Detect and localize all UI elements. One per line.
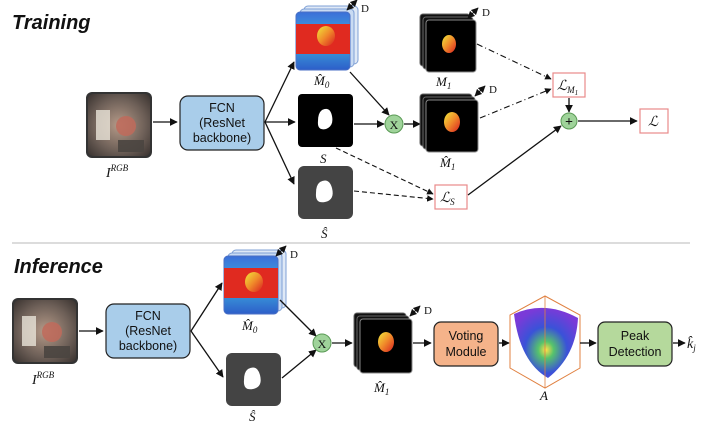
arrow-m0-mul (349, 71, 390, 116)
m1-hat-stack-training (419, 93, 479, 153)
training-input-image (86, 92, 152, 158)
a-label: A (539, 388, 548, 403)
m1-label: M1 (435, 74, 451, 91)
s-mask (298, 94, 353, 147)
inference-input-label: IRGB (31, 370, 55, 388)
multiply-op-training: X (384, 114, 404, 134)
loss-s-box: ℒS (434, 184, 468, 210)
m1-hat-label-inference: M̂1 (373, 380, 389, 397)
s-label: S (320, 151, 327, 166)
dashed-s-loss (335, 147, 434, 195)
m0-hat-label-training: M̂0 (313, 73, 330, 90)
dashdot-m1-loss (476, 43, 552, 80)
voting-volume-a (509, 295, 581, 389)
peak-detection-box: Peak Detection (597, 321, 673, 367)
svg-text:Module: Module (446, 345, 487, 359)
arrow-ls-plus (467, 125, 562, 196)
training-title: Training (12, 12, 91, 34)
total-loss-box: ℒ (639, 108, 669, 134)
add-op: + (560, 112, 578, 130)
svg-text:D: D (361, 3, 369, 15)
dashed-shat-loss (353, 190, 434, 202)
m1-dim-indicator: D (467, 7, 490, 19)
arrow-m0-mul-inf (279, 299, 317, 337)
svg-text:D: D (489, 84, 497, 96)
svg-text:X: X (390, 118, 399, 132)
voting-module-box: Voting Module (433, 321, 499, 367)
inference-input-image (12, 298, 78, 364)
svg-text:Voting: Voting (449, 329, 484, 343)
m1-hat-dim-indicator-inf: D (409, 305, 432, 317)
svg-text:D: D (290, 249, 298, 261)
svg-text:Detection: Detection (609, 345, 662, 359)
svg-text:X: X (318, 337, 327, 351)
inference-title: Inference (14, 256, 103, 278)
svg-text:ℒS: ℒS (440, 191, 455, 207)
fcn-label-1: FCN (209, 101, 235, 115)
m0-dim-indicator-inf: D (275, 245, 298, 261)
training-input-label: IRGB (105, 163, 129, 181)
fcn-box-training: FCN (ResNet backbone) (179, 95, 265, 151)
m0-hat-label-inference: M̂0 (241, 318, 258, 335)
svg-text:backbone): backbone) (119, 339, 177, 353)
m1-hat-label-training: M̂1 (439, 155, 455, 172)
arrow-fcn-m0 (264, 61, 295, 123)
s-hat-label-training: Ŝ (321, 226, 328, 241)
fcn-box-inference: FCN (ResNet backbone) (105, 303, 191, 359)
k-hat-label: k̂j (687, 335, 696, 353)
s-hat-label-inference: Ŝ (249, 409, 256, 424)
svg-text:ℒM1: ℒM1 (557, 79, 578, 97)
svg-text:D: D (482, 7, 490, 19)
svg-text:ℒ: ℒ (648, 115, 659, 130)
fcn-label-3: backbone) (193, 131, 251, 145)
m0-dim-indicator: D (346, 0, 369, 15)
multiply-op-inference: X (312, 333, 332, 353)
fcn-label-2: (ResNet (199, 116, 245, 130)
arrow-fcn-shat (264, 121, 295, 185)
s-hat-mask-training (298, 166, 353, 219)
svg-text:FCN: FCN (135, 309, 161, 323)
m1-stack (419, 13, 477, 73)
arrow-shat-mul-inf (281, 349, 317, 379)
arrow-fcn-shat-inf (190, 330, 224, 378)
svg-text:D: D (424, 305, 432, 317)
svg-text:Peak: Peak (621, 329, 650, 343)
m1-hat-stack-inference (353, 312, 413, 374)
arrow-fcn-m0-inf (190, 282, 223, 332)
svg-text:(ResNet: (ResNet (125, 324, 171, 338)
svg-text:+: + (565, 115, 573, 130)
m1-hat-dim-indicator: D (474, 84, 497, 97)
m0-hat-stack-training (295, 5, 359, 71)
m0-hat-stack-inference (223, 249, 287, 315)
s-hat-mask-inference (226, 353, 281, 406)
loss-m1-box: ℒM1 (552, 72, 586, 98)
